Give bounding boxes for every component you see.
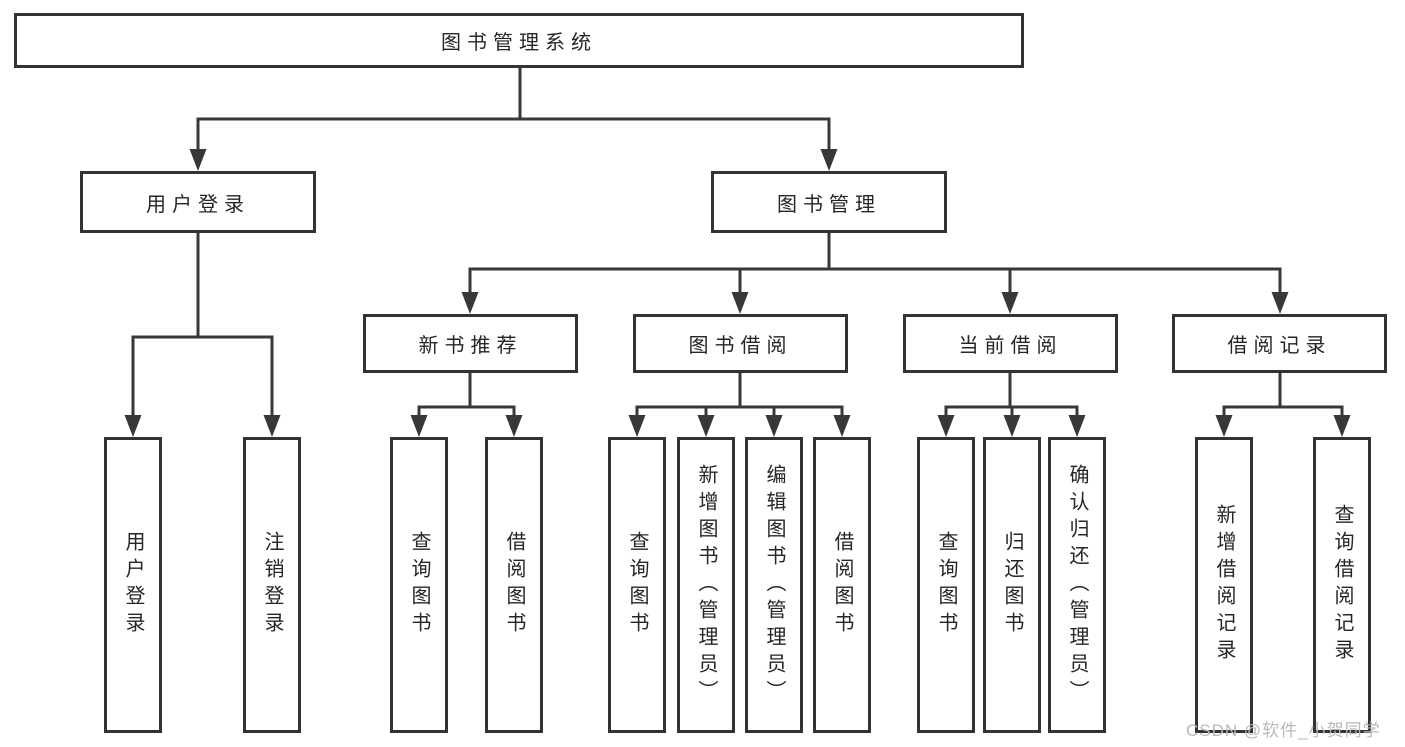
leaf-query-books-2-label: 查询图书: [626, 531, 648, 639]
node-new-book-recommend: 新书推荐: [363, 314, 578, 373]
leaf-logout-label: 注销登录: [261, 531, 283, 639]
node-book-borrow: 图书借阅: [633, 314, 848, 373]
leaf-edit-books-admin-label: 编辑图书（管理员）: [763, 463, 785, 707]
leaf-borrow-books-1-label: 借阅图书: [503, 531, 525, 639]
edge-borrow-records-split: [1222, 371, 1344, 422]
node-root-label: 图书管理系统: [441, 32, 597, 54]
leaf-borrow-books-1: 借阅图书: [485, 437, 543, 733]
leaf-borrow-books-2: 借阅图书: [813, 437, 871, 733]
node-current-borrow-label: 当前借阅: [958, 335, 1063, 357]
arrow-down-icon: [1003, 415, 1021, 437]
leaf-add-borrow-record: 新增借阅记录: [1195, 437, 1253, 733]
leaf-add-borrow-record-label: 新增借阅记录: [1213, 504, 1235, 666]
arrow-down-icon: [1068, 415, 1086, 437]
leaf-logout: 注销登录: [243, 437, 301, 733]
leaf-user-login: 用户登录: [104, 437, 162, 733]
leaf-query-books-1: 查询图书: [390, 437, 448, 733]
node-new-book-recommend-label: 新书推荐: [418, 335, 523, 357]
arrow-down-icon: [263, 415, 281, 437]
leaf-query-books-3: 查询图书: [917, 437, 975, 733]
arrow-down-icon: [189, 149, 207, 171]
arrow-down-icon: [628, 415, 646, 437]
node-borrow-records-label: 借阅记录: [1227, 335, 1332, 357]
arrow-down-icon: [410, 415, 428, 437]
edge-current-borrow-split: [944, 371, 1079, 422]
leaf-query-borrow-record: 查询借阅记录: [1313, 437, 1371, 733]
leaf-query-books-2: 查询图书: [608, 437, 666, 733]
leaf-query-borrow-record-label: 查询借阅记录: [1331, 504, 1353, 666]
arrow-down-icon: [1271, 292, 1289, 314]
edge-book-borrow-split: [635, 371, 844, 422]
arrow-down-icon: [765, 415, 783, 437]
leaf-add-books-admin-label: 新增图书（管理员）: [695, 463, 717, 707]
leaf-borrow-books-2-label: 借阅图书: [831, 531, 853, 639]
arrow-down-icon: [1333, 415, 1351, 437]
arrow-down-icon: [461, 292, 479, 314]
leaf-query-books-1-label: 查询图书: [408, 531, 430, 639]
leaf-confirm-return-admin-label: 确认归还（管理员）: [1066, 463, 1088, 707]
leaf-query-books-3-label: 查询图书: [935, 531, 957, 639]
node-user-login-label: 用户登录: [146, 193, 250, 216]
arrow-down-icon: [1215, 415, 1233, 437]
edge-root-split: [196, 66, 831, 157]
leaf-return-books-label: 归还图书: [1001, 531, 1023, 639]
node-user-login: 用户登录: [80, 171, 316, 233]
arrowhead-icons: [124, 149, 1351, 437]
edge-book-mgmt-split: [468, 231, 1282, 299]
leaf-edit-books-admin: 编辑图书（管理员）: [745, 437, 803, 733]
leaf-return-books: 归还图书: [983, 437, 1041, 733]
edge-new-book-split: [417, 371, 516, 422]
node-root: 图书管理系统: [14, 13, 1024, 68]
arrow-down-icon: [937, 415, 955, 437]
leaf-confirm-return-admin: 确认归还（管理员）: [1048, 437, 1106, 733]
node-current-borrow: 当前借阅: [903, 314, 1118, 373]
leaf-add-books-admin: 新增图书（管理员）: [677, 437, 735, 733]
edge-user-login-split: [131, 231, 274, 422]
node-book-borrow-label: 图书借阅: [688, 335, 793, 357]
leaf-user-login-label: 用户登录: [122, 531, 144, 639]
arrow-down-icon: [833, 415, 851, 437]
arrow-down-icon: [1001, 292, 1019, 314]
arrow-down-icon: [697, 415, 715, 437]
arrow-down-icon: [124, 415, 142, 437]
arrow-down-icon: [731, 292, 749, 314]
node-book-management-label: 图书管理: [777, 193, 881, 216]
arrow-down-icon: [505, 415, 523, 437]
node-borrow-records: 借阅记录: [1172, 314, 1387, 373]
node-book-management: 图书管理: [711, 171, 947, 233]
arrow-down-icon: [820, 149, 838, 171]
csdn-watermark: CSDN @软件_小贺同学: [1186, 721, 1381, 740]
